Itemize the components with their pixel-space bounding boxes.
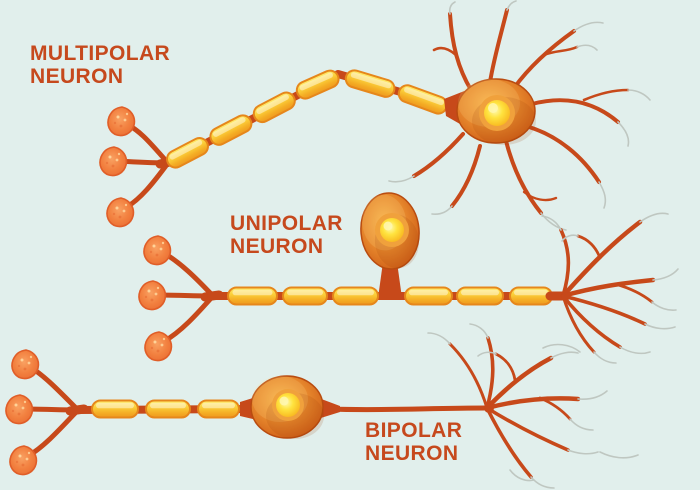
label-line: MULTIPOLAR xyxy=(30,42,171,65)
multipolar-neuron-illustration xyxy=(99,0,651,231)
multipolar-nucleus xyxy=(484,100,510,126)
label-line: BIPOLAR xyxy=(365,419,463,442)
bipolar-axon-terminals xyxy=(448,336,581,479)
myelin-segment xyxy=(166,137,209,169)
myelin-segment xyxy=(282,286,328,306)
multipolar-dendrite-pale-tips xyxy=(388,0,651,231)
myelin-segment xyxy=(227,286,278,306)
multipolar-receptor-knobs xyxy=(99,106,136,228)
unipolar-neuron-label: UNIPOLAR NEURON xyxy=(230,212,343,258)
myelin-segment xyxy=(252,91,296,124)
myelin-segment xyxy=(145,399,191,419)
unipolar-soma-stalk xyxy=(378,262,402,298)
myelin-segment xyxy=(397,84,448,115)
label-line: NEURON xyxy=(30,65,124,88)
multipolar-myelin-sheath xyxy=(166,69,448,169)
bipolar-axon xyxy=(327,405,490,413)
myelin-segment xyxy=(91,399,139,419)
bipolar-neuron-label: BIPOLAR NEURON xyxy=(365,419,462,465)
myelin-segment xyxy=(456,286,504,306)
unipolar-terminal-pale-tips xyxy=(541,212,679,364)
bipolar-receptor-knobs xyxy=(5,349,40,476)
myelin-segment xyxy=(209,114,253,146)
bipolar-terminal-pale-tips xyxy=(427,323,639,489)
unipolar-receptor-knobs xyxy=(138,235,173,362)
label-line: UNIPOLAR xyxy=(230,212,343,235)
myelin-segment xyxy=(332,286,379,306)
myelin-segment xyxy=(344,69,396,98)
myelin-segment xyxy=(295,69,340,100)
unipolar-axon-terminals xyxy=(545,219,656,354)
bipolar-nucleus xyxy=(276,393,300,417)
bipolar-neuron-illustration xyxy=(22,323,639,489)
bipolar-myelin-sheath xyxy=(91,399,240,419)
label-line: NEURON xyxy=(230,235,324,258)
unipolar-neuron-illustration xyxy=(155,192,679,364)
myelin-segment xyxy=(197,399,240,419)
unipolar-myelin-sheath xyxy=(227,286,553,306)
myelin-segment xyxy=(404,286,453,306)
label-line: NEURON xyxy=(365,442,459,465)
unipolar-nucleus xyxy=(380,218,404,242)
multipolar-radiating-dendrites xyxy=(412,8,630,215)
multipolar-neuron-label: MULTIPOLAR NEURON xyxy=(30,42,170,88)
